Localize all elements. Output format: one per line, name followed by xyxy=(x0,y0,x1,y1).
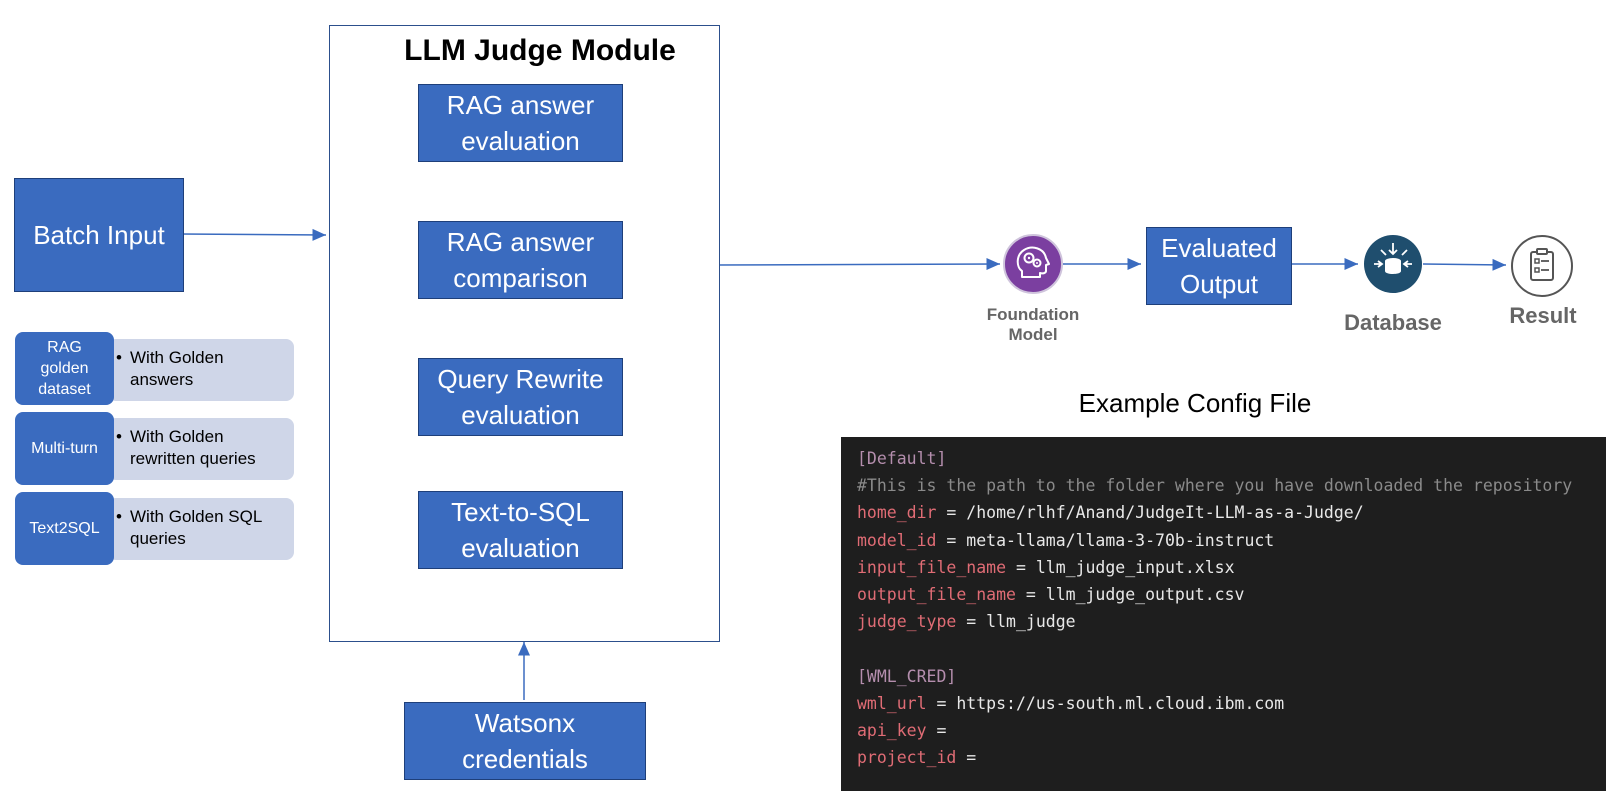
brain-gears-icon xyxy=(1003,234,1063,294)
config-line-judge-type: judge_type = llm_judge xyxy=(857,612,1076,632)
batch-input-label: Batch Input xyxy=(33,220,165,250)
input-type-desc-label: With Golden rewritten queries xyxy=(130,427,256,468)
watsonx-credentials-box: Watsonx credentials xyxy=(404,702,646,780)
result-label: Result xyxy=(1509,303,1577,328)
input-type-tab-multiturn: Multi-turn xyxy=(15,412,114,485)
foundation-model-label: Foundation Model xyxy=(986,305,1080,344)
arrow-database-to-result xyxy=(1422,258,1507,271)
config-code-panel: [Default] #This is the path to the folder… xyxy=(841,437,1606,791)
eval-box-label: Text-to-SQL evaluation xyxy=(451,497,590,563)
database-label: Database xyxy=(1344,310,1442,335)
eval-box-rag-answer: RAG answer evaluation xyxy=(418,84,623,162)
input-type-desc-label: With Golden answers xyxy=(130,348,224,389)
eval-box-label: RAG answer evaluation xyxy=(446,90,595,156)
module-title: LLM Judge Module xyxy=(404,34,676,67)
eval-box-query-rewrite: Query Rewrite evaluation xyxy=(418,358,623,436)
config-line-output-file: output_file_name = llm_judge_output.csv xyxy=(857,585,1245,605)
input-type-desc-rag: • With Golden answers xyxy=(108,339,294,401)
input-type-tab-label: RAG golden dataset xyxy=(38,339,91,398)
eval-box-rag-comparison: RAG answer comparison xyxy=(418,221,623,299)
input-type-tab-label: Multi-turn xyxy=(31,440,98,457)
input-type-tab-label: Text2SQL xyxy=(29,520,100,537)
arrow-module-to-foundation xyxy=(715,258,1001,271)
input-type-desc-multiturn: • With Golden rewritten queries xyxy=(108,418,294,480)
arrow-batch-to-module xyxy=(179,228,327,241)
config-line-project-id: project_id = xyxy=(857,748,987,768)
input-type-desc-text2sql: • With Golden SQL queries xyxy=(108,498,294,560)
eval-box-text-to-sql: Text-to-SQL evaluation xyxy=(418,491,623,569)
input-type-tab-text2sql: Text2SQL xyxy=(15,492,114,565)
config-line-input-file: input_file_name = llm_judge_input.xlsx xyxy=(857,557,1235,577)
input-type-desc-label: With Golden SQL queries xyxy=(130,507,262,548)
eval-box-label: RAG answer comparison xyxy=(446,227,595,293)
input-type-tab-rag: RAG golden dataset xyxy=(15,332,114,405)
config-line-home-dir: home_dir = /home/rlhf/Anand/JudgeIt-LLM-… xyxy=(857,503,1364,523)
batch-input-box: Batch Input xyxy=(14,178,184,292)
config-line-blank xyxy=(857,635,1606,662)
config-line-wml-url: wml_url = https://us-south.ml.cloud.ibm.… xyxy=(857,693,1285,713)
config-line-model-id: model_id = meta-llama/llama-3-70b-instru… xyxy=(857,530,1275,550)
config-caption: Example Config File xyxy=(1078,388,1312,418)
eval-box-label: Query Rewrite evaluation xyxy=(437,364,604,430)
config-line-api-key: api_key = xyxy=(857,721,957,741)
config-line-comment: #This is the path to the folder where yo… xyxy=(857,476,1573,496)
evaluated-output-box: Evaluated Output xyxy=(1146,227,1292,305)
credentials-label: Watsonx credentials xyxy=(462,708,588,774)
config-line-section: [WML_CRED] xyxy=(857,666,957,686)
database-icon xyxy=(1364,235,1422,293)
config-line-section: [Default] xyxy=(857,449,947,468)
clipboard-checklist-icon xyxy=(1511,235,1573,297)
evaluated-output-label: Evaluated Output xyxy=(1161,233,1277,299)
